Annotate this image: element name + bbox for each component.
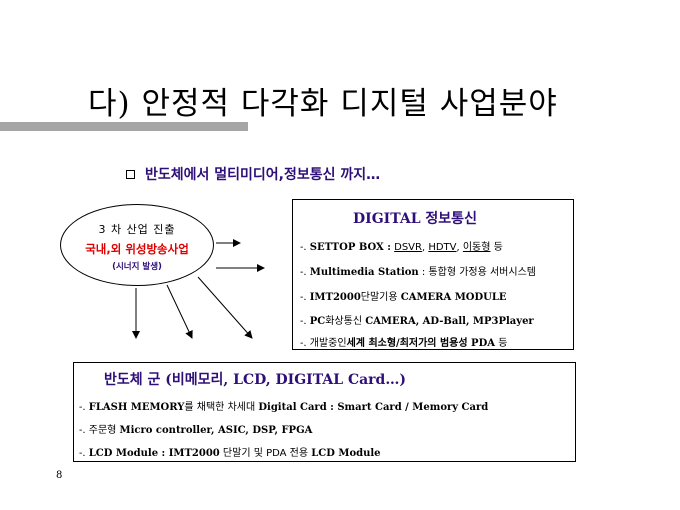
arrow-down-3 <box>197 276 253 339</box>
semi-row-flash: -. FLASH MEMORY를 채택한 차세대 Digital Card : … <box>79 402 489 413</box>
semi-row-lcd: -. LCD Module : IMT2000 단말기 및 PDA 전용 LCD… <box>79 448 381 459</box>
ellipse-line-1: 3 차 산업 진출 <box>98 223 176 236</box>
ellipse-line-3: (시너지 발생) <box>112 262 162 272</box>
digital-telecom-box: DIGITAL 정보통신 -. SETTOP BOX : DSVR, HDTV,… <box>292 199 574 350</box>
digital-row-imt2000: -. IMT2000단말기용 CAMERA MODULE <box>300 292 507 303</box>
slide-title: 다) 안정적 다각화 디지털 사업분야 <box>88 86 558 122</box>
square-bullet-icon <box>126 169 135 179</box>
ellipse-line-2: 국내,외 위성방송사업 <box>85 242 189 256</box>
title-underline-bar <box>0 122 248 131</box>
digital-row-pda: -. 개발중인세계 최소형/최저가의 범용성 PDA 등 <box>300 338 508 349</box>
digital-box-header: DIGITAL 정보통신 <box>353 211 477 227</box>
digital-row-pc-camera: -. PC화상통신 CAMERA, AD-Ball, MP3Player <box>300 316 534 327</box>
strategy-ellipse: 3 차 산업 진출 국내,외 위성방송사업 (시너지 발생) <box>60 204 214 286</box>
page-number: 8 <box>56 470 63 481</box>
digital-row-settop: -. SETTOP BOX : DSVR, HDTV, 이동형 등 <box>300 242 503 253</box>
semiconductor-box: 반도체 군 (비메모리, LCD, DIGITAL Card…) -. FLAS… <box>73 362 576 462</box>
semi-row-micro: -. 주문형 Micro controller, ASIC, DSP, FPGA <box>79 425 313 436</box>
subtitle: 반도체에서 멀티미디어,정보통신 까지… <box>126 164 380 184</box>
digital-row-multimedia: -. Multimedia Station : 통합형 가정용 서버시스템 <box>300 267 536 278</box>
subtitle-text: 반도체에서 멀티미디어,정보통신 까지… <box>145 167 381 183</box>
semi-box-header: 반도체 군 (비메모리, LCD, DIGITAL Card…) <box>104 372 406 388</box>
arrow-down-2 <box>166 284 193 339</box>
